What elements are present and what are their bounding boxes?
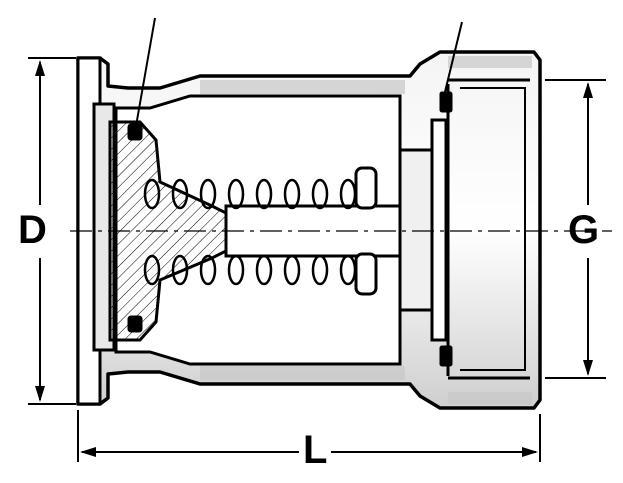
spring-coil-lower xyxy=(227,254,245,286)
spring-coil-lower xyxy=(311,254,329,286)
spring-coil-lower xyxy=(255,254,273,286)
leader-lines xyxy=(135,17,463,127)
spring-coil-upper xyxy=(143,178,161,210)
dimension-g xyxy=(545,79,606,379)
spring-coil-upper xyxy=(199,178,217,210)
body-shading xyxy=(200,56,532,404)
dimension-label-d: D xyxy=(18,208,47,252)
spring-coil-upper xyxy=(255,178,273,210)
spring-coil-lower xyxy=(143,254,161,286)
spring-retainer xyxy=(354,166,378,296)
spring-coil-lower xyxy=(171,254,189,286)
spring-coil-upper xyxy=(311,178,329,210)
dimension-d xyxy=(28,57,76,405)
disc-seals xyxy=(127,91,453,367)
spring-coil-upper xyxy=(283,178,301,210)
outlet-thread-end xyxy=(446,78,530,380)
spring-coil-lower xyxy=(283,254,301,286)
spring-coil-upper xyxy=(171,178,189,210)
dimension-label-g: G xyxy=(568,208,600,252)
spring-coil-upper xyxy=(227,178,245,210)
spring-coil-lower xyxy=(199,254,217,286)
dimension-label-l: L xyxy=(299,430,332,470)
